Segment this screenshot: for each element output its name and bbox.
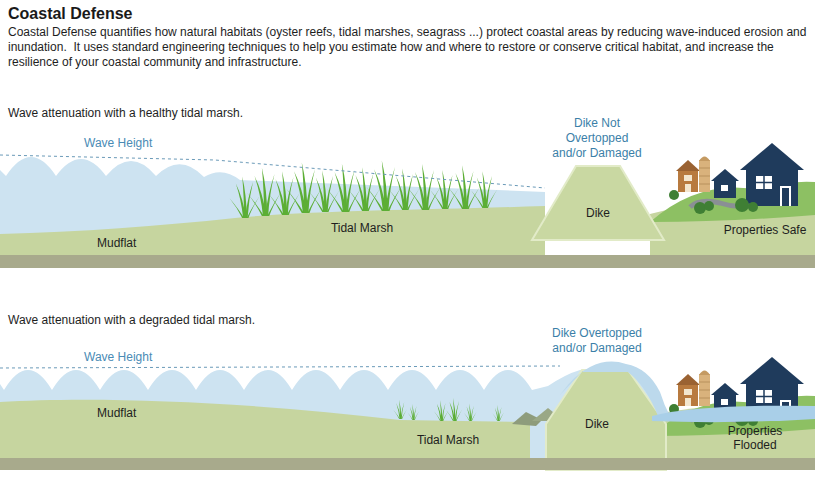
- diagram-title: Coastal Defense: [8, 5, 133, 23]
- zone-label: Dike: [567, 417, 627, 431]
- dike-shape: [532, 166, 664, 240]
- water: [0, 157, 545, 268]
- ground-band: [0, 458, 815, 470]
- healthy-marsh-scene: [0, 143, 815, 268]
- zone-label: Mudflat: [97, 236, 177, 250]
- zone-label: Mudflat: [97, 406, 177, 420]
- marsh-grass: [393, 398, 504, 421]
- zone-label: Tidal Marsh: [312, 221, 412, 235]
- zone-label: Tidal Marsh: [398, 433, 498, 447]
- wave-height-line: [0, 155, 545, 188]
- dike-status-label: Dike Not Overtopped and/or Damaged: [552, 116, 642, 161]
- properties-icon: [650, 143, 815, 222]
- flood-water: [652, 406, 815, 422]
- zone-label: Dike: [568, 206, 628, 220]
- description-text: Coastal Defense quantifies how natural h…: [8, 25, 808, 70]
- wave-height-label: Wave Height: [84, 350, 204, 364]
- degraded-marsh-scene: [0, 357, 815, 470]
- properties-label: Properties Flooded: [718, 424, 792, 452]
- wave-height-label: Wave Height: [84, 136, 204, 150]
- properties-label: Properties Safe: [720, 223, 810, 237]
- panel-caption: Wave attenuation with a healthy tidal ma…: [8, 106, 408, 120]
- dike-status-label: Dike Overtopped and/or Damaged: [545, 326, 649, 356]
- ground-band: [0, 255, 815, 268]
- wave-height-line: [0, 366, 560, 368]
- overtopping-water: [560, 362, 670, 416]
- marsh-grass: [230, 160, 498, 218]
- panel-caption: Wave attenuation with a degraded tidal m…: [8, 313, 408, 327]
